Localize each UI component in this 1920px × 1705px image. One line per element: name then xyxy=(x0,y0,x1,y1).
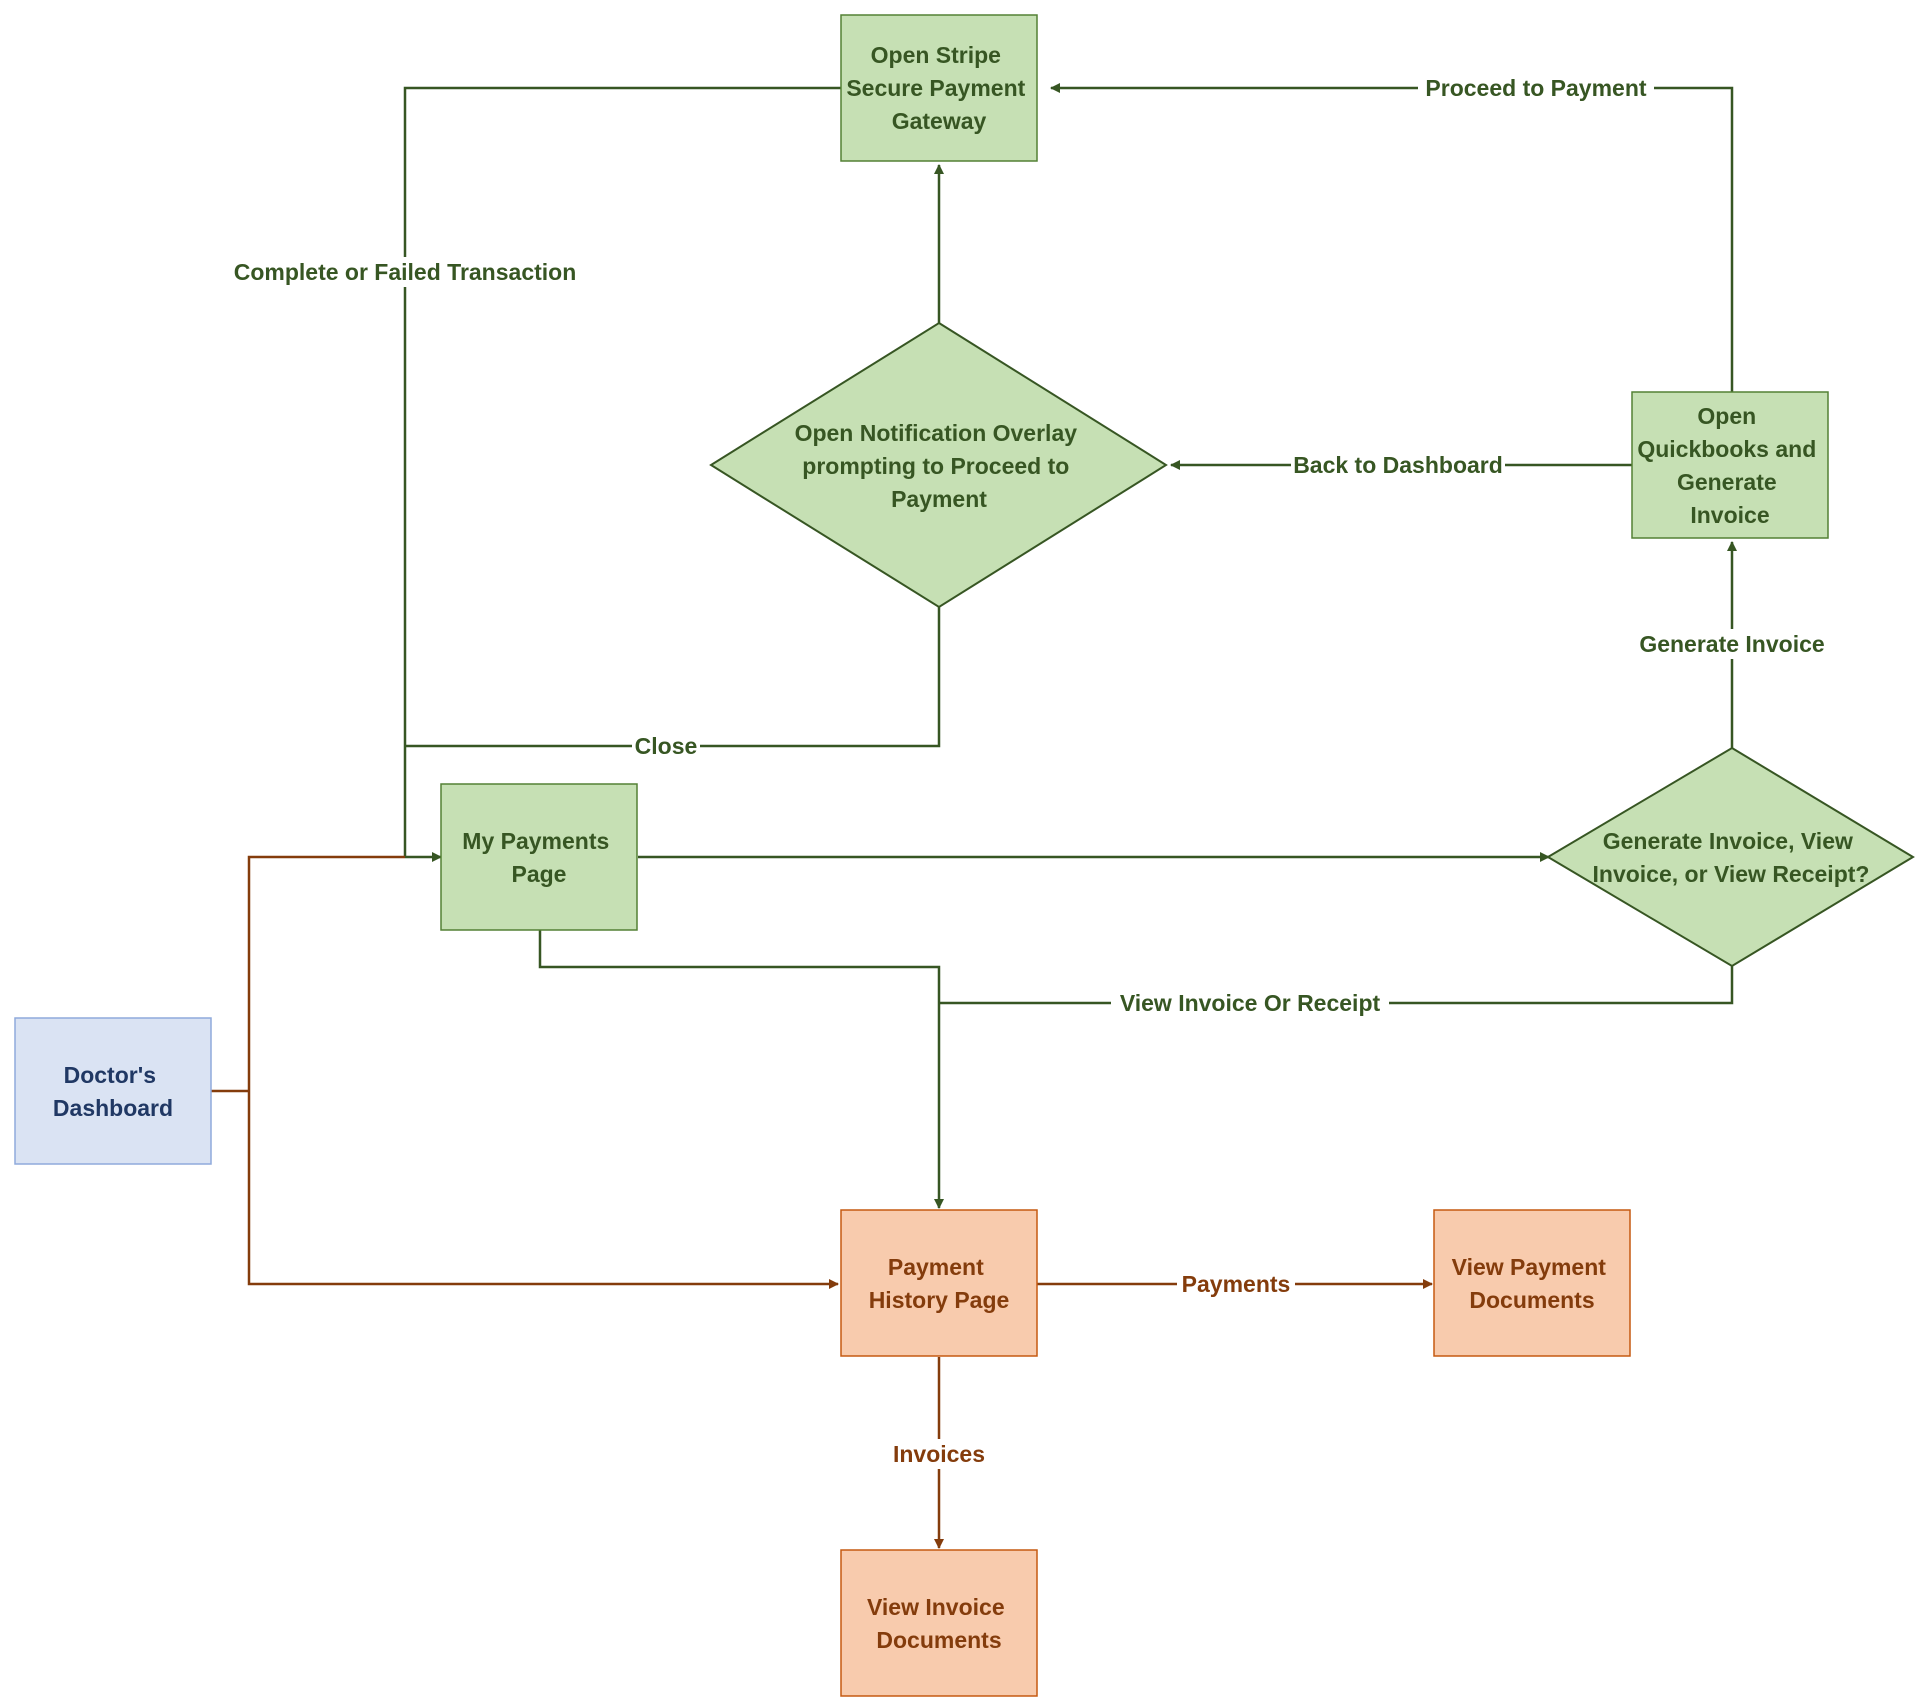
node-doctors-dashboard: Doctor's Dashboard xyxy=(14,1017,212,1165)
edge-label-proceed-to-payment: Proceed to Payment xyxy=(1425,75,1646,101)
edge-dashboard-to-my-payments xyxy=(247,855,405,1091)
node-quickbooks-invoice: Open Quickbooks and Generate Invoice xyxy=(1631,391,1829,539)
node-label: Invoice xyxy=(1690,502,1769,528)
svg-text:Open Stripe Secure Payme: Open Stripe Secure Payment Gateway xyxy=(846,42,1031,134)
edge-label-back-to-dashboard: Back to Dashboard xyxy=(1293,452,1503,478)
node-label: Payment xyxy=(888,1254,984,1280)
node-stripe-gateway: Open Stripe Secure Payment Gateway xyxy=(840,14,1038,162)
node-invoice-documents: View Invoice Documents xyxy=(840,1549,1038,1697)
node-label: Documents xyxy=(1469,1287,1594,1313)
edge-label-close: Close xyxy=(635,733,698,759)
edge-label-invoices: Invoices xyxy=(893,1441,985,1467)
node-label: Documents xyxy=(876,1627,1001,1653)
node-label: Payment xyxy=(891,486,987,512)
node-notification-overlay: Open Notification Overlay prompting to P… xyxy=(709,321,1168,609)
node-label: Invoice, or View Receipt? xyxy=(1593,861,1870,887)
node-payment-history: Payment History Page xyxy=(840,1209,1038,1357)
node-label: Quickbooks and xyxy=(1637,436,1816,462)
svg-text:Payment History Page: Payment History Page xyxy=(869,1254,1010,1313)
node-label: Open xyxy=(1697,403,1756,429)
edge-label-group: Proceed to Payment Complete or Failed Tr… xyxy=(226,73,1832,1469)
node-label: prompting to Proceed to xyxy=(802,453,1069,479)
node-label: Secure Payment xyxy=(846,75,1025,101)
node-label: Gateway xyxy=(892,108,987,134)
node-label: History Page xyxy=(869,1287,1010,1313)
svg-text:Generate Invoice, View I: Generate Invoice, View Invoice, or View … xyxy=(1593,828,1870,887)
node-label: My Payments xyxy=(462,828,609,854)
node-label: Generate Invoice, View xyxy=(1603,828,1853,854)
svg-text:Open Notification Overlay: Open Notification Overlay prompting to P… xyxy=(795,420,1084,512)
edge-complete-or-failed xyxy=(403,86,841,857)
node-label: View Invoice xyxy=(867,1594,1005,1620)
svg-text:View Payment Documents: View Payment Documents xyxy=(1452,1254,1613,1313)
edge-label-view-invoice-or-receipt: View Invoice Or Receipt xyxy=(1120,990,1381,1016)
node-invoice-decision: Generate Invoice, View Invoice, or View … xyxy=(1546,746,1915,968)
node-label: Page xyxy=(512,861,567,887)
edge-close xyxy=(405,607,941,748)
node-label: Open Notification Overlay xyxy=(795,420,1078,446)
edge-label-generate-invoice: Generate Invoice xyxy=(1639,631,1824,657)
node-my-payments: My Payments Page xyxy=(440,783,638,931)
node-label: Open Stripe xyxy=(871,42,1001,68)
node-label: View Payment xyxy=(1452,1254,1607,1280)
svg-text:My Payments Page: My Payments Page xyxy=(462,828,615,887)
svg-text:View Invoice Documents: View Invoice Documents xyxy=(867,1594,1011,1653)
edge-dashboard-to-history xyxy=(247,1091,839,1289)
edge-label-complete-or-failed: Complete or Failed Transaction xyxy=(234,259,577,285)
edge-proceed-to-payment xyxy=(1050,83,1734,392)
svg-text:Doctor's Dashboard: Doctor's Dashboard xyxy=(53,1062,173,1121)
node-payment-documents: View Payment Documents xyxy=(1433,1209,1631,1357)
svg-text:Open Quickbooks and: Open Quickbooks and Generate Invoice xyxy=(1637,403,1822,528)
edge-label-payments: Payments xyxy=(1182,1271,1291,1297)
node-label: Dashboard xyxy=(53,1095,173,1121)
edge-my-payments-to-history xyxy=(538,930,944,1209)
node-label: Generate xyxy=(1677,469,1777,495)
node-label: Doctor's xyxy=(64,1062,156,1088)
